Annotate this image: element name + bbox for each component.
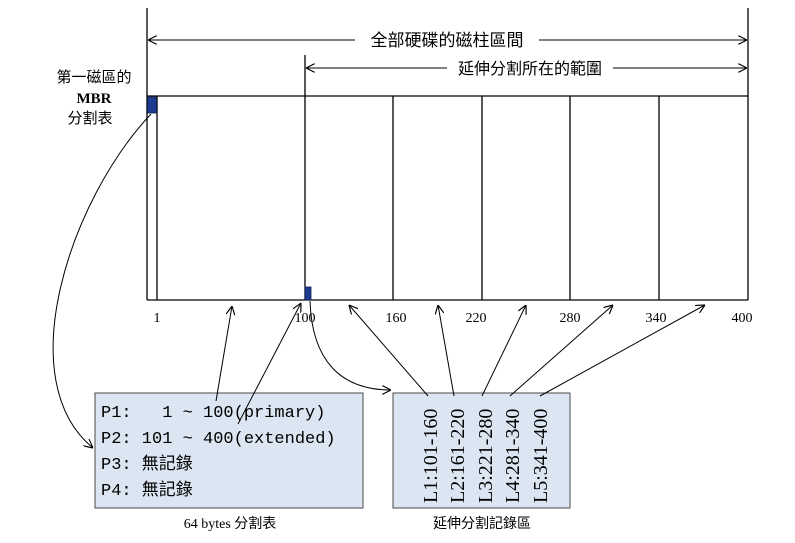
mbr-label-line1: 第一磁區的 (56, 68, 131, 86)
mbr-block (147, 96, 157, 114)
mbr-label-line2: MBR (77, 91, 112, 107)
extended-records-box (392, 392, 571, 509)
tick-label: 160 (386, 311, 407, 326)
mbr-to-table-arrow (52, 113, 152, 448)
tick-label: 1 (154, 311, 161, 326)
partition-table-box (94, 392, 364, 509)
logical-entry-l3: L3:221-280 (475, 409, 497, 503)
ebr-to-records-arrow (309, 300, 391, 390)
tick-label: 340 (646, 311, 667, 326)
logical-entry-l1: L1:101-160 (420, 409, 442, 503)
l5-pointer-arrow (539, 305, 705, 397)
tick-label: 220 (466, 311, 487, 326)
partition-entry-p3: P3: 無記錄 (101, 454, 193, 475)
total-range-label-bg (355, 30, 539, 50)
partition-table-entries: P1: 1 ~ 100(primary) P2: 101 ~ 400(exten… (101, 404, 336, 501)
partition-table-caption: 64 bytes 分割表 (184, 515, 277, 532)
mbr-label-line3: 分割表 (67, 110, 112, 127)
partition-entry-p1: P1: 1 ~ 100(primary) (101, 404, 325, 423)
extended-records-caption: 延伸分割記錄區 (433, 515, 531, 532)
extended-table-block (304, 286, 312, 301)
disk-cylinder-strip (147, 95, 748, 301)
connector-arrows (52, 113, 705, 448)
l1-pointer-arrow (349, 305, 429, 397)
extended-range-label-bg (447, 59, 613, 77)
logical-entry-l2: L2:161-220 (447, 409, 469, 503)
cylinder-ticks: 1 100 160 220 280 340 400 (154, 311, 753, 326)
extended-range-label: 延伸分割所在的範圍 (458, 60, 602, 78)
partition-entry-p2: P2: 101 ~ 400(extended) (101, 430, 336, 449)
tick-label: 280 (560, 311, 581, 326)
l2-pointer-arrow (438, 305, 455, 397)
extended-records-entries: L1:101-160 L2:161-220 L3:221-280 L4:281-… (420, 409, 552, 503)
partition-entry-p4: P4: 無記錄 (101, 480, 193, 501)
l3-pointer-arrow (481, 305, 526, 397)
total-range-label: 全部硬碟的磁柱區間 (371, 31, 524, 50)
l4-pointer-arrow (509, 305, 613, 397)
mbr-label: 第一磁區的 MBR 分割表 (56, 68, 131, 127)
logical-entry-l4: L4:281-340 (502, 409, 524, 503)
p1-pointer-arrow (215, 306, 232, 402)
logical-entry-l5: L5:341-400 (530, 409, 552, 503)
p2-pointer-arrow (237, 303, 301, 425)
tick-label: 100 (295, 311, 316, 326)
tick-label: 400 (732, 311, 753, 326)
